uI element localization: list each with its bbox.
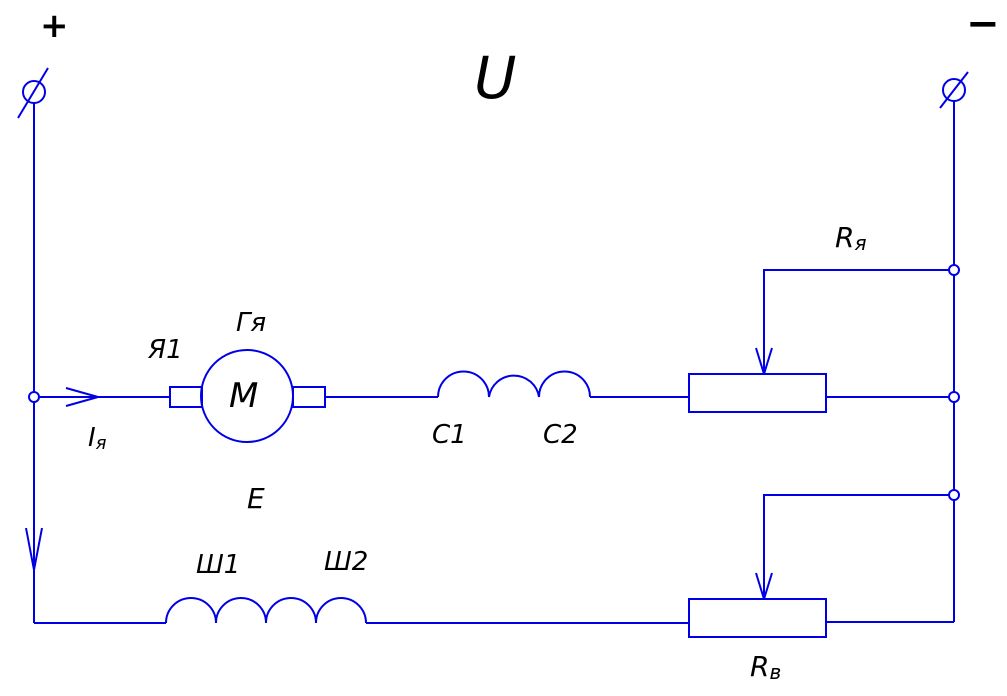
junction-node-rv-tap [948,489,960,501]
field-resistor-label: Rв [750,650,781,684]
field-resistor [688,598,827,638]
junction-node-ra-end [948,391,960,403]
armature-current-subscript: я [96,433,107,454]
shunt-field-coil [165,597,367,624]
field-resistor-subscript: в [769,660,781,684]
armature-resistor-slider [755,269,949,375]
armature-current-arrow [65,387,99,407]
shunt-coil-end-label: Ш2 [324,547,368,577]
armature-resistor-subscript: я [854,231,866,255]
series-coil-end-label: С2 [543,420,578,450]
armature-resistor [688,373,827,413]
armature-resistor-label: Rя [835,221,867,255]
armature-current-label: Iя [88,423,107,454]
emf-label: E [247,482,265,515]
minus-label: − [966,1,1000,47]
armature-resistor-symbol: R [835,221,854,254]
series-field-coil [437,370,591,398]
motor-symbol [169,349,326,443]
armature-current-symbol: I [88,423,96,453]
field-resistor-symbol: R [750,650,769,683]
voltage-label: U [474,44,516,112]
junction-node-left [28,391,40,403]
field-resistor-slider [755,494,949,600]
shunt-coil-start-label: Ш1 [196,550,240,580]
shunt-current-arrow [25,527,43,571]
armature-terminal-label: Я1 [147,335,183,365]
junction-node-ra-tap [948,264,960,276]
series-coil-start-label: С1 [432,420,467,450]
armature-winding-label: Гя [236,308,266,338]
plus-label: + [40,6,69,46]
motor-label: M [229,376,258,416]
